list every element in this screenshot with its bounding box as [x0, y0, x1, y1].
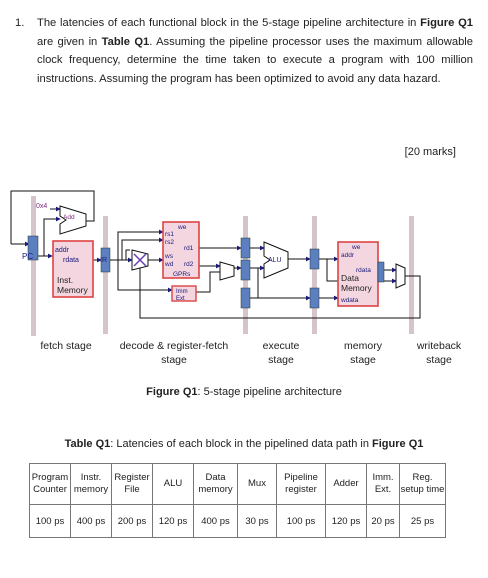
- table-header-cell: Data memory: [193, 463, 238, 505]
- data-memory-label: Data Memory: [341, 273, 372, 293]
- pipeline-register: [309, 287, 320, 309]
- stage-label-writeback: writeback stage: [416, 340, 462, 366]
- table-cell: 120 ps: [325, 504, 367, 538]
- dm-rdata-label: rdata: [356, 267, 371, 274]
- stage-label-decode: decode & register-fetch stage: [119, 340, 229, 366]
- rs2-label: rs2: [165, 239, 174, 246]
- question-number: 1.: [15, 17, 25, 29]
- pipeline-register: [377, 261, 385, 283]
- adder-block: [59, 205, 87, 235]
- table-header-cell: Pipeline register: [276, 463, 326, 505]
- latency-table: Program Counter Instr. memory Register F…: [29, 463, 446, 538]
- figure-reference: Figure Q1: [420, 17, 474, 29]
- const-label: 0x4: [36, 203, 47, 210]
- wdata-label: wdata: [340, 297, 359, 304]
- table-header-cell: ALU: [152, 463, 194, 505]
- adder-label: Add: [63, 214, 75, 221]
- pc-label: PC: [22, 252, 33, 261]
- wd-label: wd: [164, 261, 174, 268]
- dm-we-label: we: [351, 244, 361, 251]
- figure-caption: Figure Q1: 5-stage pipeline architecture: [146, 386, 342, 398]
- table-cell: 30 ps: [237, 504, 277, 538]
- ir-label: IR: [100, 257, 107, 264]
- register-file: [162, 221, 200, 279]
- rd2-label: rd2: [184, 261, 194, 268]
- gpr-we-label: we: [177, 224, 187, 231]
- rs1-label: rs1: [165, 231, 174, 238]
- imm-text: Imm: [176, 289, 188, 295]
- table-cell: 25 ps: [399, 504, 446, 538]
- alu-label: ALU: [268, 257, 282, 264]
- stage-bar: [103, 216, 108, 334]
- gprs-label: GPRs: [173, 271, 191, 278]
- pipeline-diagram: PC 0x4 Add addr rdata Inst. Memory IR we…: [10, 190, 421, 336]
- rdata-label: rdata: [63, 257, 79, 264]
- pipeline-register: [240, 237, 251, 259]
- instruction-memory: [52, 240, 94, 298]
- table-reference: Table Q1: [101, 35, 150, 48]
- operand-mux: [219, 261, 235, 281]
- inst-memory-label: Inst. Memory: [57, 275, 88, 295]
- ws-label: ws: [164, 253, 174, 260]
- question-text: The latencies of each functional block i…: [37, 17, 474, 85]
- table-header-cell: Imm. Ext.: [366, 463, 400, 505]
- dm-addr-label: addr: [341, 252, 355, 259]
- imm-text: Ext: [176, 296, 185, 302]
- table-header-cell: Mux: [237, 463, 277, 505]
- table-header-cell: Reg. setup time: [399, 463, 446, 505]
- pipeline-register: [309, 248, 320, 270]
- table-header-cell: Register File: [111, 463, 153, 505]
- inst-mem-text: Inst.: [57, 275, 73, 285]
- table-cell: 120 ps: [152, 504, 194, 538]
- table-caption: Table Q1: Latencies of each block in the…: [64, 438, 424, 450]
- ir-register: [100, 247, 111, 273]
- table-header-row: Program Counter Instr. memory Register F…: [29, 463, 446, 505]
- stage-label-memory: memory stage: [344, 340, 382, 366]
- stage-label-execute: execute stage: [262, 340, 300, 366]
- addr-label: addr: [55, 247, 70, 254]
- dm-text: Memory: [341, 283, 372, 293]
- stage-bar: [312, 216, 317, 334]
- table-cell: 20 ps: [366, 504, 400, 538]
- imm-ext-block: [171, 285, 197, 302]
- table-cell: 400 ps: [193, 504, 238, 538]
- data-memory: [337, 241, 379, 307]
- stage-bar: [409, 216, 414, 334]
- alu-block: [263, 241, 289, 279]
- table-header-cell: Instr. memory: [70, 463, 112, 505]
- imm-label: Imm Ext: [176, 289, 189, 302]
- writeback-mux: [395, 263, 406, 289]
- table-row: 100 ps 400 ps 200 ps 120 ps 400 ps 30 ps…: [29, 504, 446, 538]
- marks-label: [20 marks]: [404, 146, 456, 158]
- table-cell: 100 ps: [29, 504, 71, 538]
- dm-text: Data: [341, 273, 359, 283]
- pc-register: [27, 235, 39, 261]
- table-header-cell: Program Counter: [29, 463, 71, 505]
- table-cell: 200 ps: [111, 504, 153, 538]
- stage-bar: [31, 196, 36, 336]
- stage-label-fetch: fetch stage: [40, 340, 92, 352]
- rd1-label: rd1: [184, 245, 194, 252]
- pipeline-register: [240, 287, 251, 309]
- inst-mem-text: Memory: [57, 285, 88, 295]
- table-cell: 400 ps: [70, 504, 112, 538]
- pipeline-register: [240, 259, 251, 281]
- mux-select-mark: [133, 253, 147, 267]
- table-header-cell: Adder: [325, 463, 367, 505]
- table-cell: 100 ps: [276, 504, 326, 538]
